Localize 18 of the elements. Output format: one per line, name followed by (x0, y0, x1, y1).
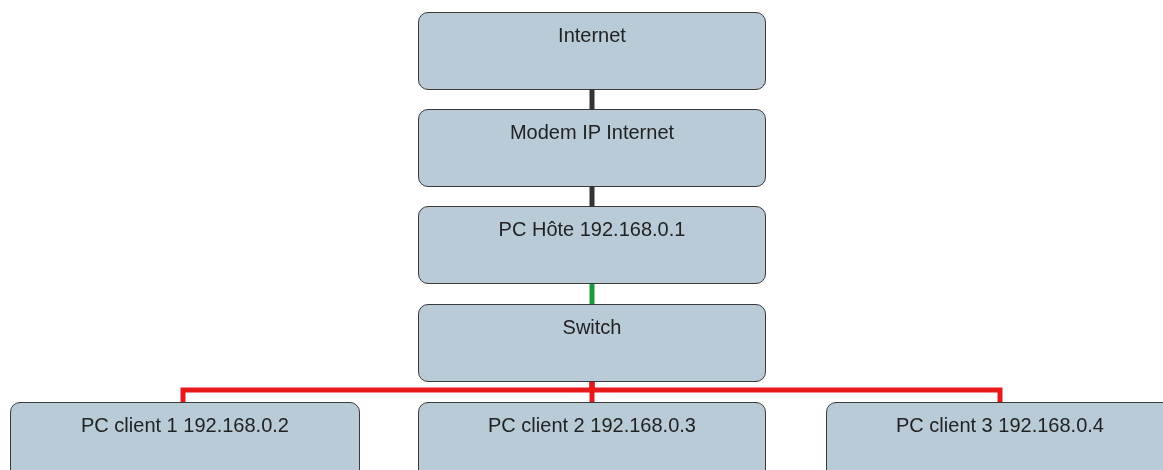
device-label: PC client 1 192.168.0.2 (81, 413, 289, 438)
network-device-box (418, 109, 766, 187)
network-device-box (10, 402, 360, 470)
connector-line (589, 382, 1003, 402)
device-label: Internet (558, 23, 626, 48)
device-label: PC Hôte 192.168.0.1 (498, 217, 686, 242)
device-label: Switch (562, 315, 622, 340)
device-label: Modem IP Internet (509, 120, 675, 145)
network-device-box (418, 12, 766, 90)
connector-line (589, 284, 595, 304)
network-device-box (826, 402, 1163, 470)
network-device-box (418, 402, 766, 470)
network-device-box (418, 206, 766, 284)
device-label: PC client 3 192.168.0.4 (896, 413, 1104, 438)
network-device-box (418, 304, 766, 382)
connector-line (589, 90, 595, 109)
device-label: PC client 2 192.168.0.3 (488, 413, 696, 438)
connector-line (589, 187, 595, 206)
